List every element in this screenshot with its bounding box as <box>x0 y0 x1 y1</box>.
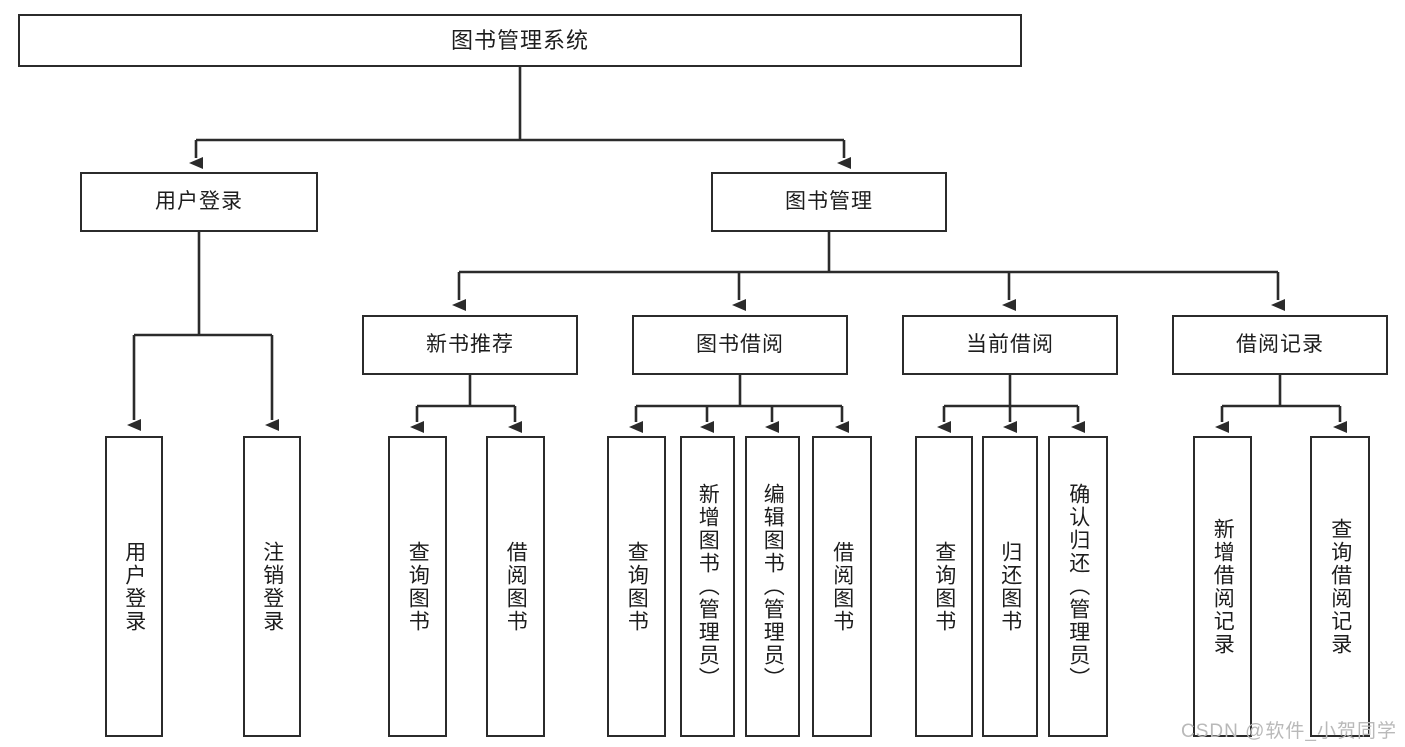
node-label: 编辑图书（管理员） <box>761 483 785 690</box>
leaf-confirm-return-admin[interactable]: 确认归还（管理员） <box>1048 436 1108 737</box>
node-label: 查询图书 <box>406 540 430 633</box>
leaf-borrow-book-recommend[interactable]: 借阅图书 <box>486 436 545 737</box>
node-label: 用户登录 <box>155 189 243 213</box>
leaf-add-book-admin[interactable]: 新增图书（管理员） <box>680 436 735 737</box>
node-label: 注销登录 <box>260 540 284 633</box>
node-new-book-recommend[interactable]: 新书推荐 <box>362 315 578 375</box>
leaf-query-book-recommend[interactable]: 查询图书 <box>388 436 447 737</box>
leaf-query-book-borrow[interactable]: 查询图书 <box>607 436 666 737</box>
node-label: 当前借阅 <box>966 332 1054 356</box>
node-root-system[interactable]: 图书管理系统 <box>18 14 1022 67</box>
csdn-watermark: CSDN @软件_小贺同学 <box>1181 721 1397 742</box>
node-borrow-records[interactable]: 借阅记录 <box>1172 315 1388 375</box>
node-label: 借阅图书 <box>504 540 528 633</box>
node-label: 借阅记录 <box>1236 332 1324 356</box>
node-label: 新书推荐 <box>426 332 514 356</box>
leaf-query-book-current[interactable]: 查询图书 <box>915 436 973 737</box>
node-label: 图书管理 <box>785 189 873 213</box>
node-label: 确认归还（管理员） <box>1066 483 1090 690</box>
leaf-return-book[interactable]: 归还图书 <box>982 436 1038 737</box>
leaf-user-login[interactable]: 用户登录 <box>105 436 163 737</box>
node-current-borrow[interactable]: 当前借阅 <box>902 315 1118 375</box>
node-label: 查询借阅记录 <box>1328 517 1352 656</box>
node-label: 查询图书 <box>932 540 956 633</box>
node-user-login[interactable]: 用户登录 <box>80 172 318 232</box>
node-label: 归还图书 <box>998 540 1022 633</box>
node-book-management[interactable]: 图书管理 <box>711 172 947 232</box>
node-label: 新增图书（管理员） <box>696 483 720 690</box>
node-book-borrow[interactable]: 图书借阅 <box>632 315 848 375</box>
leaf-logout[interactable]: 注销登录 <box>243 436 301 737</box>
leaf-borrow-book[interactable]: 借阅图书 <box>812 436 872 737</box>
leaf-add-borrow-record[interactable]: 新增借阅记录 <box>1193 436 1252 737</box>
node-label: 查询图书 <box>625 540 649 633</box>
leaf-edit-book-admin[interactable]: 编辑图书（管理员） <box>745 436 800 737</box>
node-label: 图书管理系统 <box>450 27 589 53</box>
node-label: 借阅图书 <box>830 540 854 633</box>
node-label: 图书借阅 <box>696 332 784 356</box>
node-label: 新增借阅记录 <box>1211 517 1235 656</box>
leaf-query-borrow-record[interactable]: 查询借阅记录 <box>1310 436 1370 737</box>
node-label: 用户登录 <box>122 540 146 633</box>
